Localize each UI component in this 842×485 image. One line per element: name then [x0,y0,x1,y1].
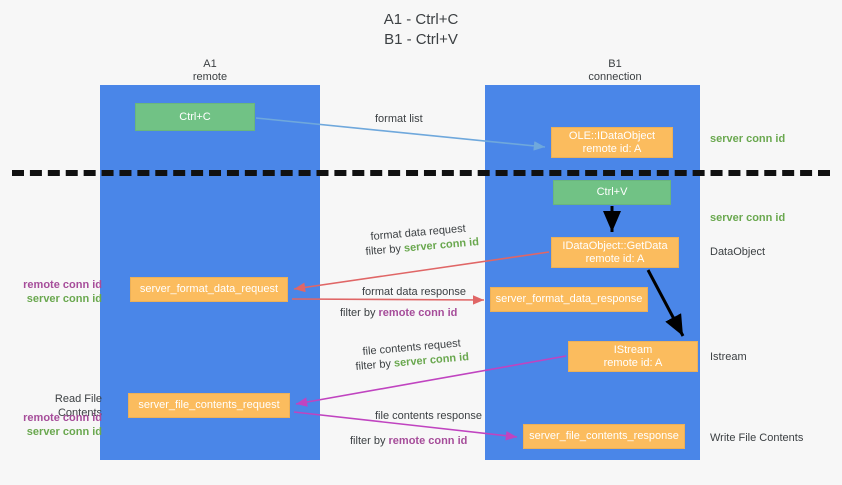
node-ole-idataobject[interactable]: OLE::IDataObject remote id: A [551,127,673,158]
node-server-format-data-request[interactable]: server_format_data_request [130,277,288,302]
node-idataobject-getdata[interactable]: IDataObject::GetData remote id: A [551,237,679,268]
column-header-b1: B1 connection [588,58,642,83]
filter-value-remote-conn-id: remote conn id [388,435,468,447]
edge-label-format-data-response: format data response [362,286,466,298]
filter-prefix: filter by [355,357,395,373]
filter-prefix: filter by [350,435,389,447]
side-label-write-file-contents: Write File Contents [710,432,804,444]
column-header-a1: A1 remote [192,58,228,83]
side-label-remote-conn-id: remote conn id [23,279,102,291]
edge-label-file-contents-response-filter: filter by remote conn id [350,434,467,448]
edge-label-format-data-response-filter: filter by remote conn id [340,306,457,320]
node-ctrl-v[interactable]: Ctrl+V [553,180,671,205]
side-label-remote-conn-id: remote conn id [23,412,102,424]
side-label-server-conn-id: server conn id [26,426,102,438]
side-label-server-conn-id-top: server conn id [710,133,786,145]
side-label-read-file-contents: Read File Contents [54,393,102,419]
page-title: A1 - Ctrl+C B1 - Ctrl+V [383,11,459,48]
side-label-conn-id-pair-bottom: remote conn id server conn id [10,411,102,439]
side-label-conn-id-pair-top: remote conn id server conn id [10,278,102,306]
side-label-server-conn-id: server conn id [26,293,102,305]
node-server-file-contents-request[interactable]: server_file_contents_request [128,393,290,418]
node-istream[interactable]: IStream remote id: A [568,341,698,372]
node-server-file-contents-response[interactable]: server_file_contents_response [523,424,685,449]
side-label-server-conn-id-mid: server conn id [710,212,786,224]
edge-label-format-list: format list [375,113,423,125]
filter-value-remote-conn-id: remote conn id [378,307,458,319]
filter-prefix: filter by [340,307,379,319]
node-server-format-data-response[interactable]: server_format_data_response [490,287,648,312]
divider-dashed-line [12,170,830,176]
edge-label-file-contents-response: file contents response [375,410,483,422]
node-ctrl-c[interactable]: Ctrl+C [135,103,255,131]
filter-prefix: filter by [365,242,405,258]
side-label-dataobject: DataObject [710,246,766,258]
side-label-istream: Istream [710,351,747,363]
arrow-format-data-response [291,295,485,305]
